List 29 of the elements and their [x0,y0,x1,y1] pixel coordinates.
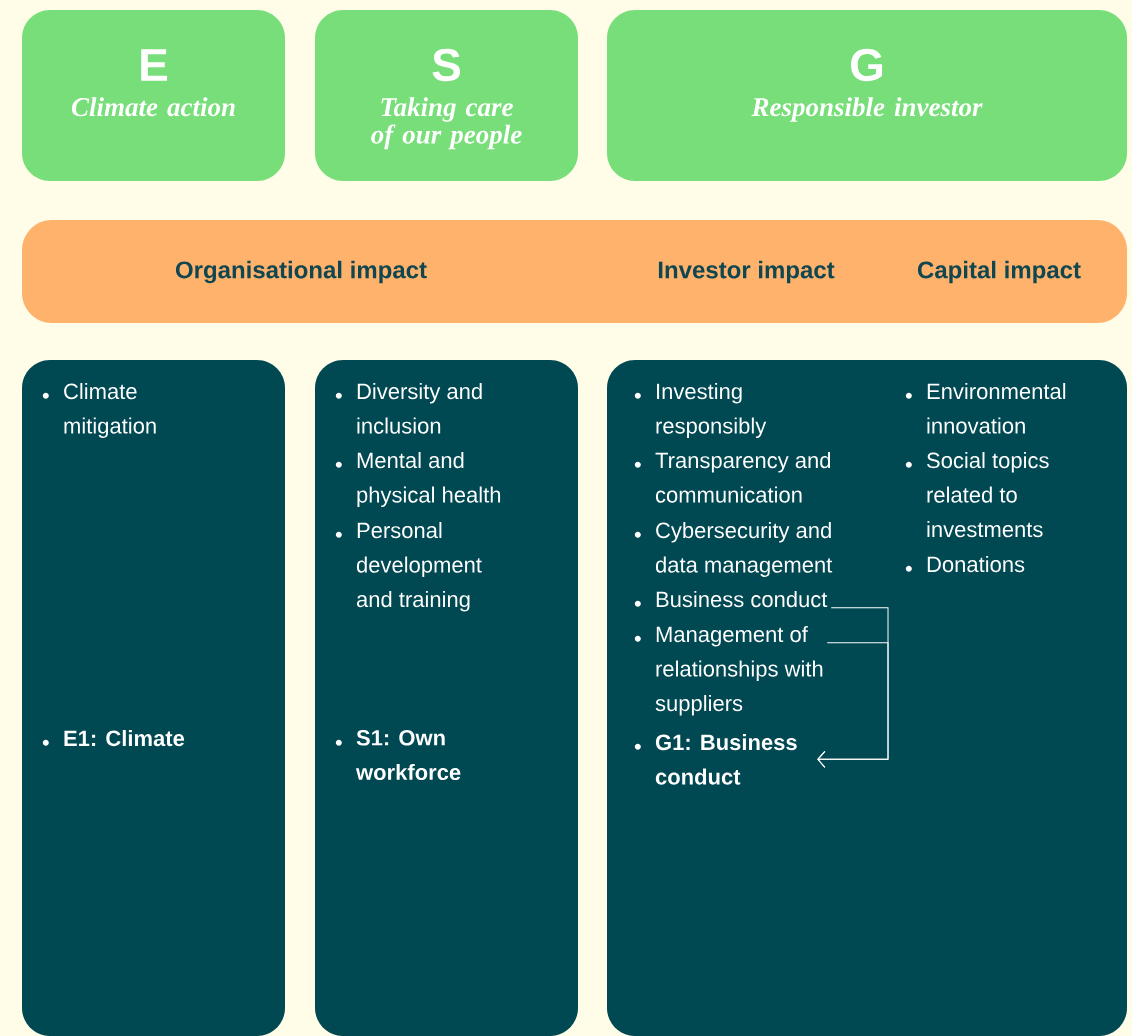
node-label: Donations [927,556,1025,573]
node-label: S1: Own workforce [355,730,461,781]
bullet-item: Personal development and training [335,522,482,612]
topic-panel [315,360,578,1036]
node-label: Investing responsibly [656,383,767,439]
node-label: Social topics related to investments [927,452,1049,538]
bullet-item: Business conduct [634,591,828,608]
bullet-item: Environmental innovation [905,383,1066,434]
bullet-item: Management of relationships with suppliers [634,626,823,716]
bullet-item: S1: Own workforce [335,730,461,781]
pillar-box: G Responsible investor [607,10,1127,181]
bullet-item: Transparency and communication [634,452,831,503]
bullet-item: Climate mitigation [42,383,156,438]
arrow [817,642,889,768]
bullet-item: E1: Climate [42,730,185,747]
bullet-item: Donations [905,556,1025,573]
node-label: Climate mitigation [64,383,156,439]
bullet-item: G1: Business conduct [634,734,797,785]
pillar-box: E Climate action [22,10,285,181]
bullet-item: Diversity and inclusion [335,383,482,434]
pillar-box: S Taking care of our people [315,10,578,181]
bullet-item: Mental and physical health [335,452,501,507]
topic-panel [22,360,285,1036]
topic-panel [607,360,1127,1036]
impact-band: Organisational impact Investor impact Capital impact [22,220,1127,323]
bullet-item: Cybersecurity and data management [634,522,833,577]
bullet-item: Social topics related to investments [905,452,1049,538]
bullet-item: Investing responsibly [634,383,767,438]
node-label: E1: Climate [64,730,185,747]
